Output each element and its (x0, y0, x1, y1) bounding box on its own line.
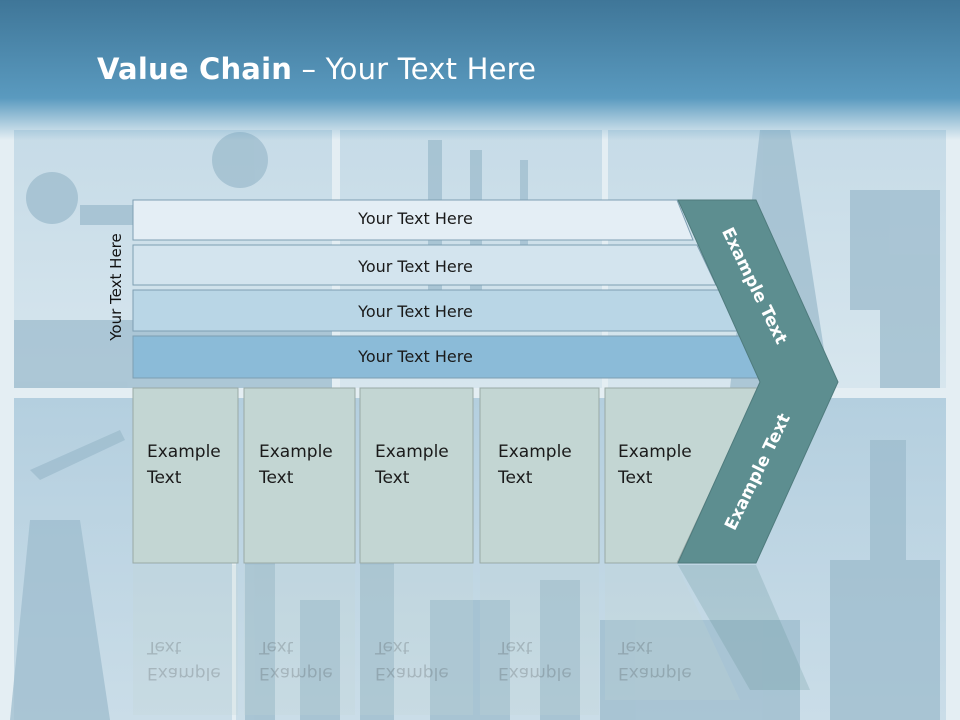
box-2 (243, 387, 356, 564)
box-1-line1: Example (147, 442, 221, 462)
box-2-line2: Text (259, 468, 294, 488)
bar-2-label: Your Text Here (358, 257, 473, 276)
box-4-reflection: Example Text (498, 634, 572, 686)
box-3-reflection: Example Text (375, 634, 449, 686)
box-4-line2: Text (498, 468, 533, 488)
box-4-reflection-line2: Text (498, 637, 533, 657)
box-5 (604, 387, 760, 564)
box-1-reflection-line1: Example (147, 663, 221, 683)
box-3-reflection-line1: Example (375, 663, 449, 683)
box-2-reflection-line1: Example (259, 663, 333, 683)
box-3-text: Example Text (375, 439, 449, 491)
title-bold: Value Chain (97, 52, 293, 86)
box-5-line2: Text (618, 468, 653, 488)
row-label-text: Your Text Here (107, 233, 125, 341)
bar-3-label: Your Text Here (358, 302, 473, 321)
box-4-reflection-line1: Example (498, 663, 572, 683)
box-5-reflection-line1: Example (618, 663, 692, 683)
box-5-text: Example Text (618, 439, 692, 491)
box-3 (359, 387, 474, 564)
box-4-text: Example Text (498, 439, 572, 491)
slide-title: Value Chain – Your Text Here (97, 52, 536, 86)
box-3-line2: Text (375, 468, 410, 488)
box-2-text: Example Text (259, 439, 333, 491)
box-1-line2: Text (147, 468, 182, 488)
box-1-text: Example Text (147, 439, 221, 491)
chevron-arrow (677, 199, 839, 564)
header-band (0, 0, 960, 140)
box-2-reflection-line2: Text (259, 637, 294, 657)
box-5-line1: Example (618, 442, 692, 462)
box-1 (132, 387, 239, 564)
box-3-reflection-line2: Text (375, 637, 410, 657)
box-3-line1: Example (375, 442, 449, 462)
box-4 (479, 387, 600, 564)
bar-1 (132, 199, 694, 241)
bar-1-label: Your Text Here (358, 209, 473, 228)
box-2-line1: Example (259, 442, 333, 462)
box-2-reflection: Example Text (259, 634, 333, 686)
bar-4-label: Your Text Here (358, 347, 473, 366)
box-1-reflection-line2: Text (147, 637, 182, 657)
box-1-reflection: Example Text (147, 634, 221, 686)
box-5-reflection: Example Text (618, 634, 692, 686)
box-5-reflection-line2: Text (618, 637, 653, 657)
title-rest: – Your Text Here (292, 52, 537, 86)
box-4-line1: Example (498, 442, 572, 462)
